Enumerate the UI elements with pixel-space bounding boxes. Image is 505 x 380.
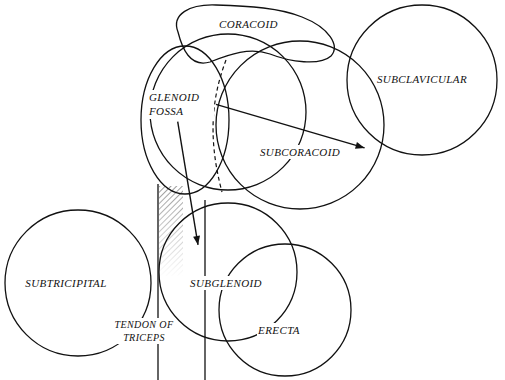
- arrow-shaft: [178, 122, 198, 245]
- node-label: GLENOID FOSSA: [148, 90, 214, 119]
- coracoid-process: CORACOID: [168, 2, 340, 66]
- dislocation-circle: ERECTA: [218, 243, 352, 377]
- dislocation-circle: SUBGLENOID: [158, 202, 298, 342]
- node-outline: [158, 202, 298, 342]
- displacement-arrow: [216, 104, 365, 148]
- node-label: SUBTRICIPITAL: [24, 276, 107, 290]
- node-label: SUBGLENOID: [189, 276, 263, 290]
- node-label: CORACOID: [218, 17, 279, 31]
- node-label: SUBCLAVICULAR: [376, 72, 468, 86]
- outline-shape: [347, 5, 497, 155]
- node-outline: [215, 40, 385, 210]
- outline-shape: [219, 244, 351, 376]
- arrow-shaft: [216, 104, 365, 148]
- node-outline: [168, 2, 340, 66]
- dislocation-circle: SUBCLAVICULAR: [346, 4, 498, 156]
- node-outline: [218, 243, 352, 377]
- arrowhead: [193, 236, 200, 245]
- node-label: SUBCORACOID: [259, 145, 341, 159]
- glenoid-rim-dashed: [213, 60, 226, 192]
- arrowhead: [355, 142, 365, 149]
- outline-shape: [159, 203, 297, 341]
- displacement-arrow: [178, 122, 200, 245]
- node-label: ERECTA: [257, 323, 301, 337]
- outline-shape: [216, 41, 384, 209]
- tendon-edge: [157, 184, 158, 380]
- dislocation-circle: SUBCORACOID: [215, 40, 385, 210]
- tendon-label: TENDON OF TRICEPS: [112, 318, 176, 344]
